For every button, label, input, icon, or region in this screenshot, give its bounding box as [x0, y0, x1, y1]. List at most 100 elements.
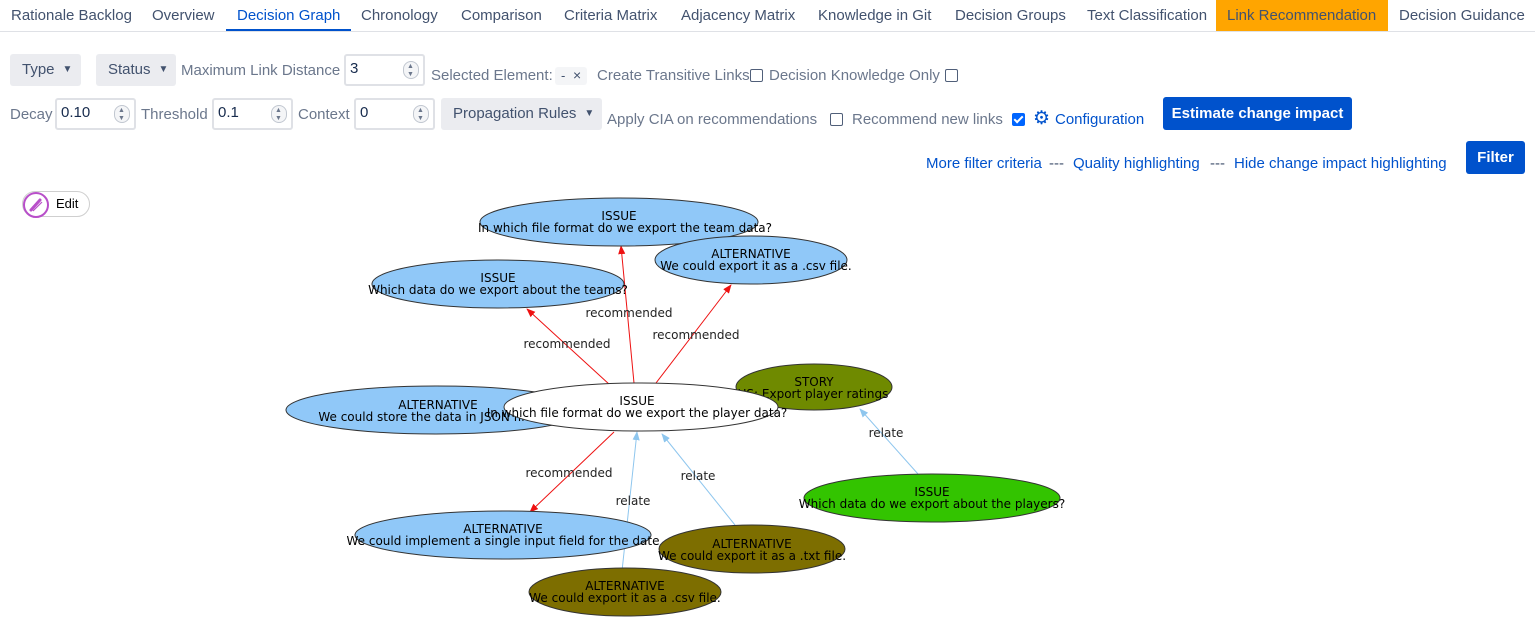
node-json-alternative[interactable]: ALTERNATIVE We could store the data in J… [285, 385, 587, 435]
pencil-icon [23, 192, 49, 218]
chevron-down-icon: ▼ [158, 64, 169, 75]
node-text: In which file format do we export the pl… [487, 406, 788, 420]
edge-recommended[interactable] [526, 308, 611, 386]
edge-recommended[interactable] [618, 245, 635, 384]
status-dropdown-label: Status [108, 61, 151, 78]
separator: --- [1049, 155, 1064, 172]
propagation-rules-dropdown[interactable]: Propagation Rules ▼ [441, 98, 602, 130]
node-csv-top-alternative[interactable]: ALTERNATIVE We could export it as a .csv… [654, 235, 852, 285]
context-field[interactable] [360, 104, 400, 121]
node-type: ISSUE [480, 271, 515, 285]
edge-label-recommended: recommended [526, 466, 613, 480]
edge-label-relate: relate [681, 469, 716, 483]
edge-recommended[interactable] [655, 284, 732, 384]
close-icon[interactable]: × [573, 67, 582, 83]
node-story[interactable]: STORY US: Export player ratings [735, 363, 893, 411]
tab-rationale-backlog[interactable]: Rationale Backlog [11, 7, 132, 24]
edge-recommended[interactable] [529, 431, 615, 513]
node-txt-alternative[interactable]: ALTERNATIVE We could export it as a .txt… [658, 524, 846, 574]
node-text: We could export it as a .csv file. [660, 259, 851, 273]
apply-cia-checkbox[interactable] [830, 113, 843, 126]
decision-knowledge-only-checkbox[interactable] [945, 69, 958, 82]
node-text: We could export it as a .txt file. [658, 549, 846, 563]
node-players-issue[interactable]: ISSUE Which data do we export about the … [799, 473, 1065, 523]
threshold-field[interactable] [218, 104, 258, 121]
filter-button[interactable]: Filter [1466, 141, 1525, 174]
chevron-down-icon: ▼ [584, 108, 595, 119]
recommend-new-links-label: Recommend new links [852, 111, 1003, 128]
decay-input[interactable]: ▲▼ [55, 98, 136, 130]
selected-element-value: - [561, 68, 566, 83]
edit-label: Edit [56, 196, 79, 211]
more-filter-criteria-link[interactable]: More filter criteria [926, 155, 1042, 172]
node-type: ISSUE [914, 485, 949, 499]
gear-icon[interactable]: ⚙ [1033, 108, 1051, 129]
edge-label-relate: relate [616, 494, 651, 508]
hide-change-impact-link[interactable]: Hide change impact highlighting [1234, 155, 1447, 172]
recommend-new-links-checkbox[interactable] [1012, 113, 1025, 126]
node-text: Which data do we export about the teams? [368, 283, 628, 297]
view-tabs: Rationale Backlog Overview Decision Grap… [0, 0, 1535, 32]
tab-criteria-matrix[interactable]: Criteria Matrix [564, 7, 658, 24]
tab-adjacency-matrix[interactable]: Adjacency Matrix [681, 7, 796, 24]
node-center-issue[interactable]: ISSUE In which file format do we export … [487, 382, 788, 432]
decision-knowledge-only-label: Decision Knowledge Only [769, 67, 940, 84]
tab-link-recommendation[interactable]: Link Recommendation [1216, 0, 1388, 31]
spinner-arrows-icon[interactable]: ▲▼ [114, 105, 130, 123]
node-type: ALTERNATIVE [711, 247, 790, 261]
tab-decision-graph[interactable]: Decision Graph [226, 0, 352, 31]
node-text: US: Export player ratings [738, 387, 889, 401]
node-text: In which file format do we export the te… [478, 221, 772, 235]
configuration-link[interactable]: Configuration [1055, 111, 1145, 128]
node-team-data-issue[interactable]: ISSUE Which data do we export about the … [368, 259, 628, 309]
max-link-distance-input[interactable]: ▲▼ [344, 54, 425, 86]
node-text: We could implement a single input field … [346, 534, 659, 548]
spinner-arrows-icon[interactable]: ▲▼ [413, 105, 429, 123]
node-type: ALTERNATIVE [712, 537, 791, 551]
context-input[interactable]: ▲▼ [354, 98, 435, 130]
decay-field[interactable] [61, 104, 101, 121]
estimate-change-impact-button[interactable]: Estimate change impact [1163, 97, 1352, 130]
tab-overview[interactable]: Overview [152, 7, 215, 24]
node-text: We could store the data in JSON files (i… [318, 410, 557, 424]
edge-label-recommended: recommended [586, 306, 673, 320]
tab-decision-guidance[interactable]: Decision Guidance [1399, 7, 1525, 24]
node-single-input-alternative[interactable]: ALTERNATIVE We could implement a single … [346, 510, 660, 560]
status-dropdown[interactable]: Status ▼ [96, 54, 176, 86]
quality-highlighting-link[interactable]: Quality highlighting [1073, 155, 1200, 172]
type-dropdown[interactable]: Type ▼ [10, 54, 81, 86]
tab-decision-groups[interactable]: Decision Groups [955, 7, 1066, 24]
tab-text-classification[interactable]: Text Classification [1087, 7, 1208, 24]
graph-edit-button[interactable]: Edit [22, 191, 90, 218]
node-type: ISSUE [619, 394, 654, 408]
node-type: STORY [794, 375, 834, 389]
node-type: ALTERNATIVE [398, 398, 477, 412]
threshold-input[interactable]: ▲▼ [212, 98, 293, 130]
spinner-arrows-icon[interactable]: ▲▼ [271, 105, 287, 123]
apply-cia-label: Apply CIA on recommendations [607, 111, 818, 128]
context-label: Context [298, 106, 350, 123]
edge-relate[interactable] [859, 408, 919, 475]
edge-label-recommended: recommended [653, 328, 740, 342]
node-type: ALTERNATIVE [463, 522, 542, 536]
transitive-links-checkbox[interactable] [750, 69, 763, 82]
node-type: ALTERNATIVE [585, 579, 664, 593]
tab-knowledge-in-git[interactable]: Knowledge in Git [818, 7, 932, 24]
node-team-format-issue[interactable]: ISSUE In which file format do we export … [478, 197, 772, 247]
edge-relate[interactable] [661, 433, 736, 526]
node-type: ISSUE [601, 209, 636, 223]
spinner-arrows-icon[interactable]: ▲▼ [403, 61, 419, 79]
chevron-down-icon: ▼ [62, 64, 73, 75]
node-text: We could export it as a .csv file. [529, 591, 720, 605]
tab-chronology[interactable]: Chronology [361, 7, 438, 24]
node-csv-bottom-alternative[interactable]: ALTERNATIVE We could export it as a .csv… [528, 567, 722, 617]
propagation-rules-label: Propagation Rules [453, 105, 577, 122]
tab-comparison[interactable]: Comparison [461, 7, 542, 24]
edge-label-recommended: recommended [524, 337, 611, 351]
edge-label-relate: relate [869, 426, 904, 440]
type-dropdown-label: Type [22, 61, 55, 78]
decay-label: Decay [10, 106, 53, 123]
max-link-distance-label: Maximum Link Distance [181, 62, 341, 79]
max-link-distance-field[interactable] [350, 60, 390, 77]
